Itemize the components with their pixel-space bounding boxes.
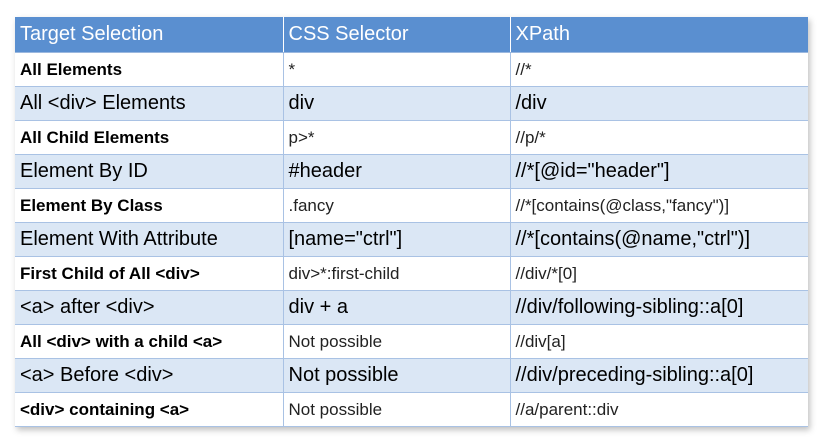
table-row: Element By ID #header //*[@id="header"] <box>15 154 808 189</box>
target-selection-cell: All <div> Elements <box>15 86 283 121</box>
target-selection-cell: All Elements <box>15 52 283 87</box>
target-selection-cell: Element By ID <box>15 154 283 189</box>
css-selector-cell: div <box>282 86 510 121</box>
xpath-cell: //* <box>509 52 808 87</box>
table-row: All <div> with a child <a> Not possible … <box>15 324 808 359</box>
css-selector-cell: Not possible <box>282 324 510 359</box>
xpath-cell: //div/preceding-sibling::a[0] <box>509 358 808 393</box>
xpath-cell: //*[contains(@name,"ctrl")] <box>509 222 808 257</box>
css-selector-cell: #header <box>282 154 510 189</box>
target-selection-cell: All Child Elements <box>15 120 283 155</box>
table-row: All Child Elements p>* //p/* <box>15 120 808 155</box>
xpath-cell: //a/parent::div <box>509 392 808 427</box>
target-selection-cell: <div> containing <a> <box>15 392 283 427</box>
table-row: Element With Attribute [name="ctrl"] //*… <box>15 222 808 257</box>
table-header-row: Target Selection CSS Selector XPath <box>15 17 808 53</box>
table-row: Element By Class .fancy //*[contains(@cl… <box>15 188 808 223</box>
header-xpath: XPath <box>509 17 808 53</box>
css-selector-cell: .fancy <box>282 188 510 223</box>
css-selector-cell: div + a <box>282 290 510 325</box>
table-row: First Child of All <div> div>*:first-chi… <box>15 256 808 291</box>
target-selection-cell: <a> after <div> <box>15 290 283 325</box>
table-row: <div> containing <a> Not possible //a/pa… <box>15 392 808 427</box>
css-selector-cell: Not possible <box>282 392 510 427</box>
xpath-cell: /div <box>509 86 808 121</box>
xpath-cell: //*[contains(@class,"fancy")] <box>509 188 808 223</box>
header-target-selection: Target Selection <box>15 17 283 53</box>
xpath-cell: //div[a] <box>509 324 808 359</box>
css-selector-cell: [name="ctrl"] <box>282 222 510 257</box>
xpath-cell: //div/following-sibling::a[0] <box>509 290 808 325</box>
xpath-cell: //*[@id="header"] <box>509 154 808 189</box>
target-selection-cell: First Child of All <div> <box>15 256 283 291</box>
table-row: All Elements * //* <box>15 52 808 87</box>
target-selection-cell: <a> Before <div> <box>15 358 283 393</box>
selector-comparison-table-container: Target Selection CSS Selector XPath All … <box>15 17 808 427</box>
css-selector-cell: div>*:first-child <box>282 256 510 291</box>
css-selector-cell: * <box>282 52 510 87</box>
target-selection-cell: All <div> with a child <a> <box>15 324 283 359</box>
target-selection-cell: Element With Attribute <box>15 222 283 257</box>
css-selector-cell: Not possible <box>282 358 510 393</box>
target-selection-cell: Element By Class <box>15 188 283 223</box>
table-row: <a> Before <div> Not possible //div/prec… <box>15 358 808 393</box>
table-row: <a> after <div> div + a //div/following-… <box>15 290 808 325</box>
xpath-cell: //p/* <box>509 120 808 155</box>
selector-comparison-table: Target Selection CSS Selector XPath All … <box>15 17 808 427</box>
header-css-selector: CSS Selector <box>282 17 510 53</box>
table-row: All <div> Elements div /div <box>15 86 808 121</box>
xpath-cell: //div/*[0] <box>509 256 808 291</box>
css-selector-cell: p>* <box>282 120 510 155</box>
